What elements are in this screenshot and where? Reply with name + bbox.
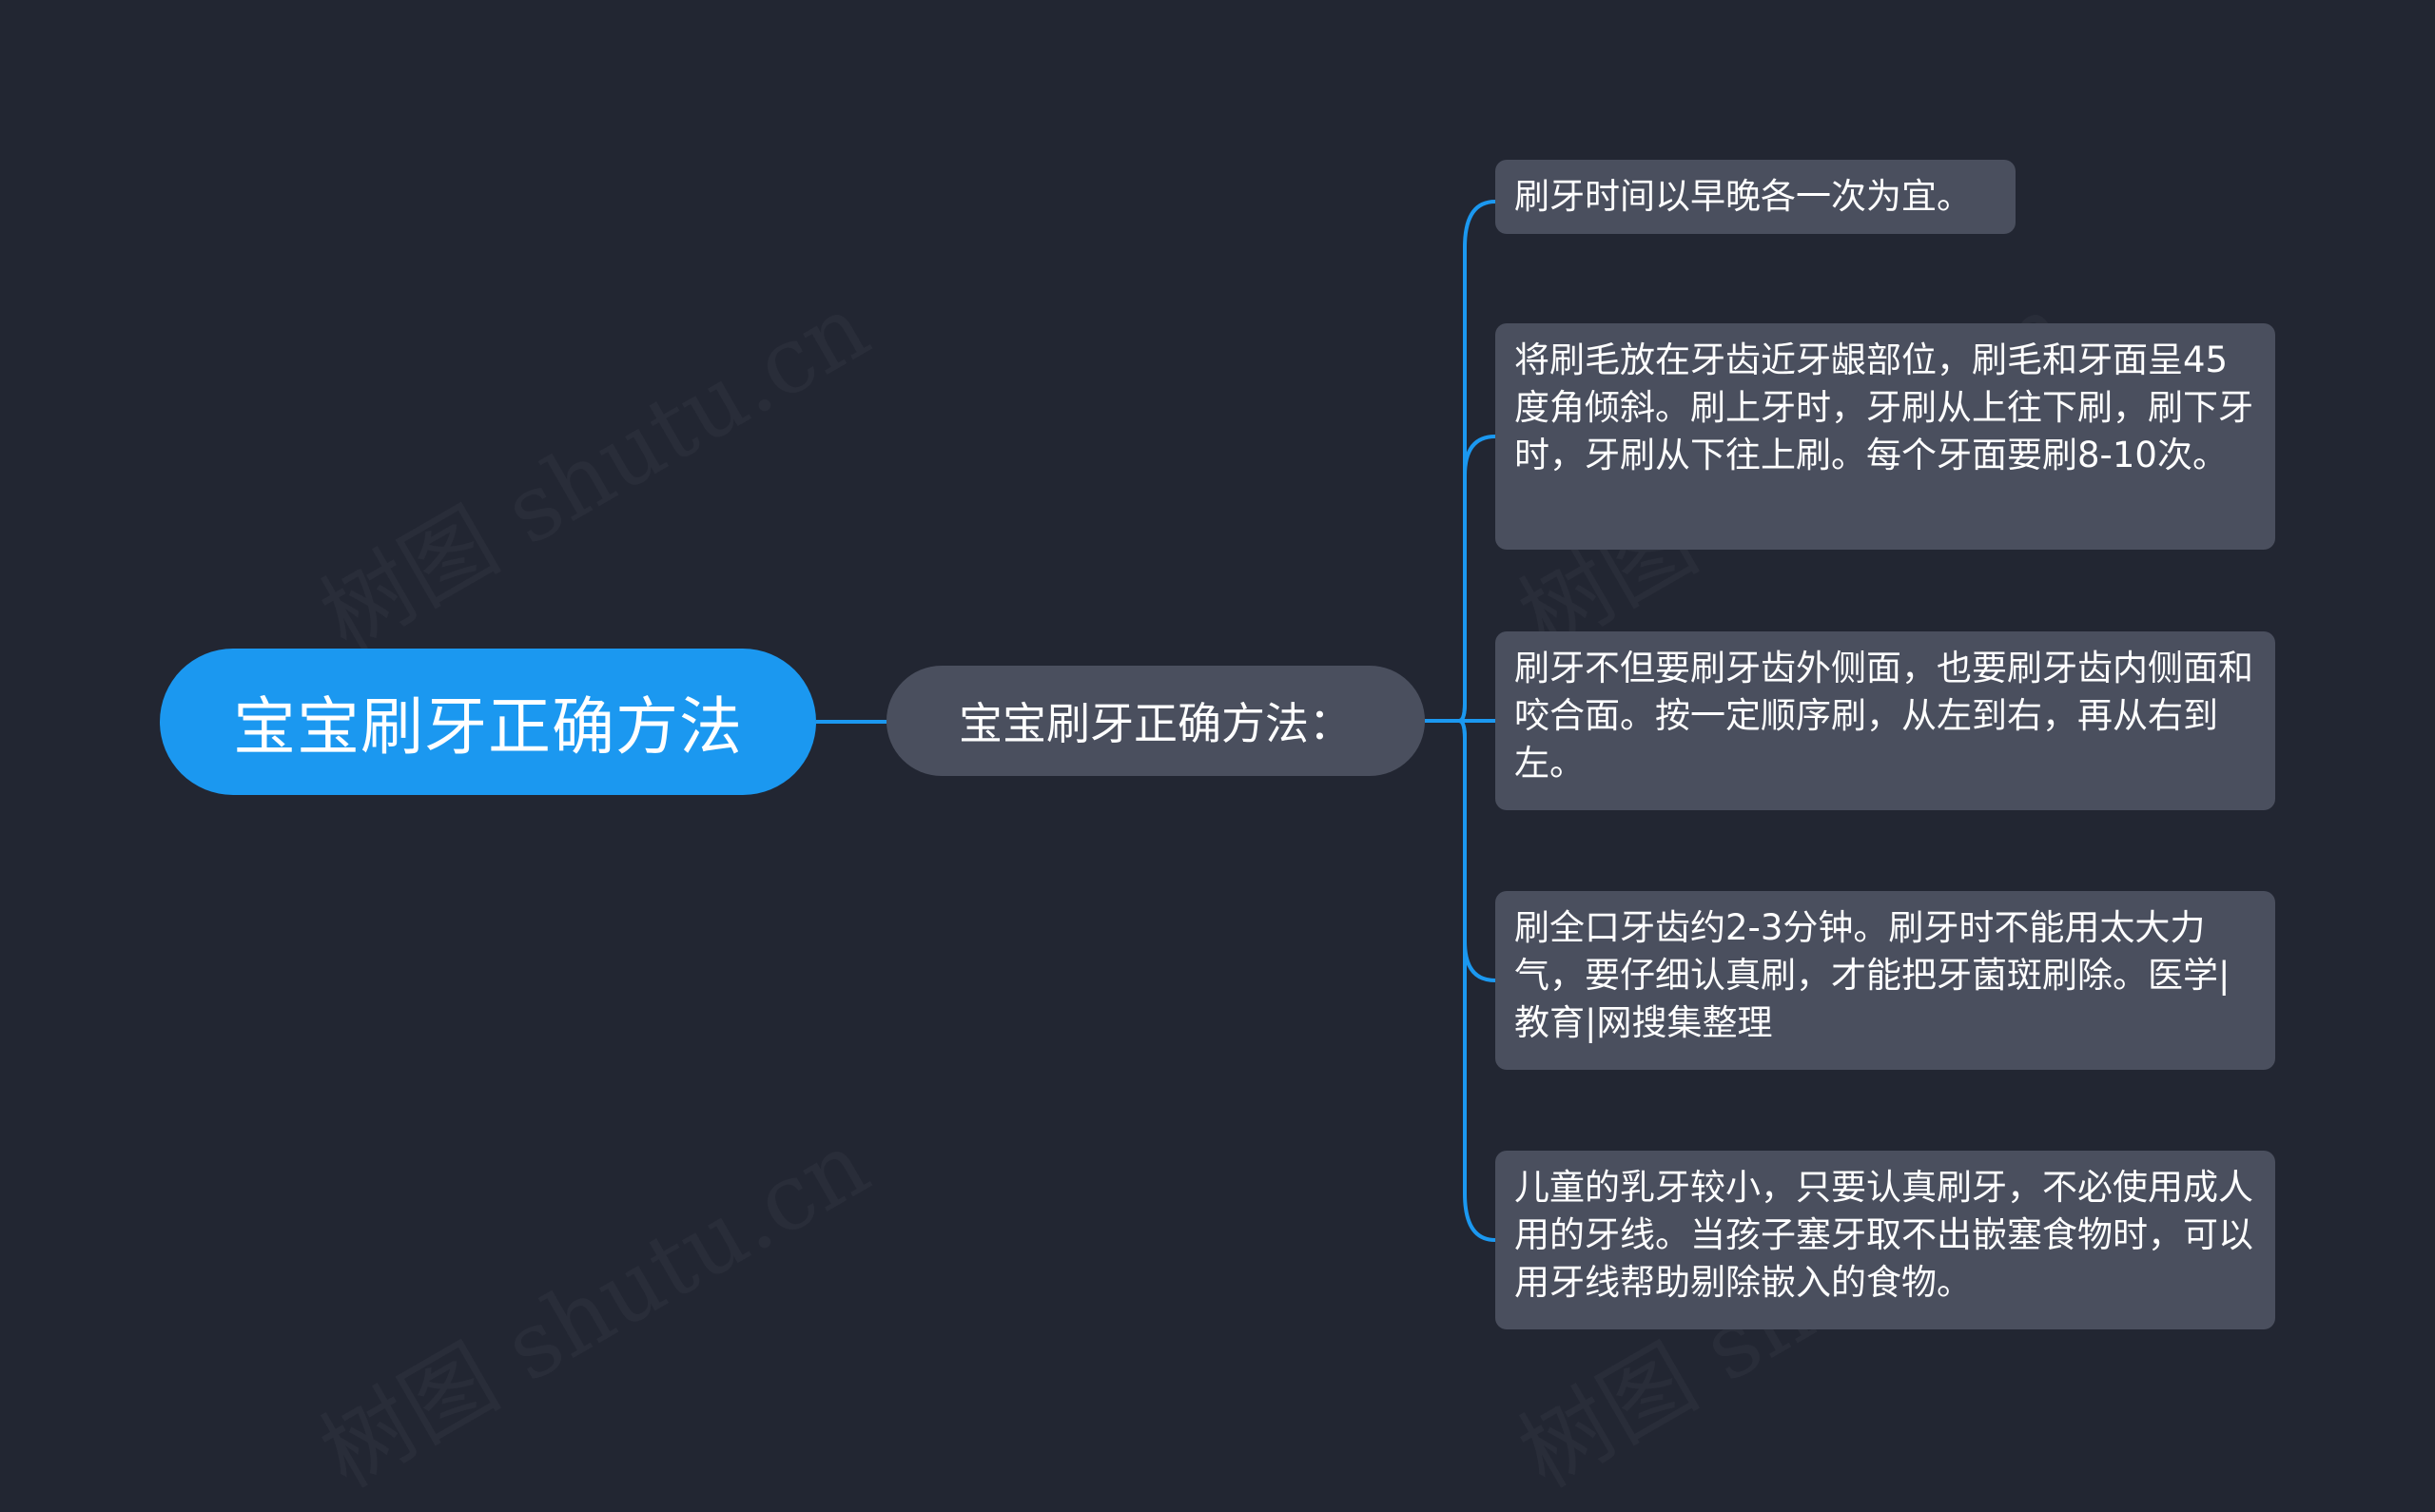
leaf-topic-node-3[interactable]: 刷牙不但要刷牙齿外侧面，也要刷牙齿内侧面和咬合面。按一定顺序刷，从左到右，再从右…	[1495, 631, 2275, 810]
branch-to-leaf-1-connector	[1453, 200, 1496, 723]
branch-to-leaf-5-connector	[1453, 719, 1496, 1242]
leaf-topic-node-2[interactable]: 将刷毛放在牙齿近牙龈部位，刷毛和牙面呈45度角倾斜。刷上牙时，牙刷从上往下刷，刷…	[1495, 323, 2275, 550]
branch-to-leaf-4-connector	[1453, 719, 1496, 982]
root-topic-label: 宝宝刷牙正确方法	[233, 690, 743, 764]
leaf-topic-text: 刷牙不但要刷牙齿外侧面，也要刷牙齿内侧面和咬合面。按一定顺序刷，从左到右，再从右…	[1514, 648, 2253, 784]
branch-to-leaf-2-connector	[1453, 435, 1496, 723]
branch-topic-label: 宝宝刷牙正确方法：	[959, 698, 1353, 749]
leaf-topic-text: 刷牙时间以早晚各一次为宜。	[1514, 176, 1972, 217]
leaf-topic-node-4[interactable]: 刷全口牙齿约2-3分钟。刷牙时不能用太大力气，要仔细认真刷，才能把牙菌斑刷除。医…	[1495, 891, 2275, 1070]
leaf-topic-node-5[interactable]: 儿童的乳牙较小，只要认真刷牙，不必使用成人用的牙线。当孩子塞牙取不出嵌塞食物时，…	[1495, 1151, 2275, 1329]
leaf-topic-node-1[interactable]: 刷牙时间以早晚各一次为宜。	[1495, 160, 2016, 234]
leaf-topic-text: 将刷毛放在牙齿近牙龈部位，刷毛和牙面呈45度角倾斜。刷上牙时，牙刷从上往下刷，刷…	[1514, 339, 2253, 475]
branch-topic-node[interactable]: 宝宝刷牙正确方法：	[886, 666, 1425, 776]
leaf-topic-text: 儿童的乳牙较小，只要认真刷牙，不必使用成人用的牙线。当孩子塞牙取不出嵌塞食物时，…	[1514, 1167, 2253, 1303]
root-topic-node[interactable]: 宝宝刷牙正确方法	[160, 649, 816, 795]
leaf-topic-text: 刷全口牙齿约2-3分钟。刷牙时不能用太大力气，要仔细认真刷，才能把牙菌斑刷除。医…	[1514, 907, 2230, 1043]
